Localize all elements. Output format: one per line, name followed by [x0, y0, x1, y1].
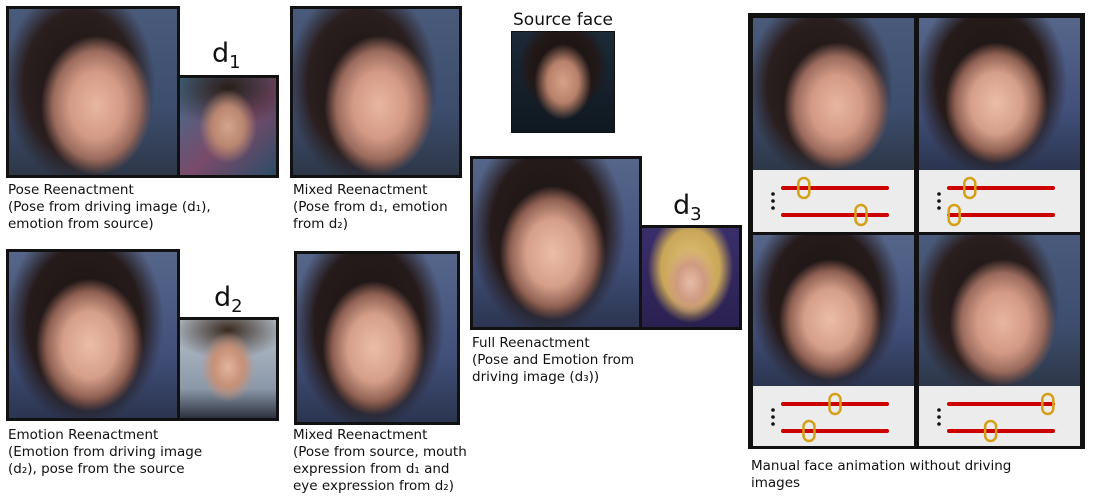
driving-image-d3 — [639, 225, 742, 330]
mixed-reenactment-2-output-image — [294, 251, 460, 425]
source-face-title: Source face — [513, 10, 613, 30]
manual-animation-grid — [748, 13, 1085, 449]
mixed-reenactment-1-output-image — [290, 6, 462, 178]
emotion-reenactment-caption: Emotion Reenactment (Emotion from drivin… — [8, 427, 203, 477]
manual-animation-caption: Manual face animation without driving im… — [751, 458, 1012, 491]
mixed-reenactment-1-caption: Mixed Reenactment (Pose from d₁, emotion… — [293, 182, 448, 232]
source-face-image — [511, 31, 615, 133]
manual-animation-face-4 — [919, 235, 1080, 386]
slider-panel-2 — [919, 170, 1080, 232]
slider-knob — [1041, 392, 1055, 416]
slider-knob — [963, 176, 977, 200]
d3-label: d3 — [673, 190, 702, 225]
slider-panel-4-svg — [937, 392, 1055, 443]
slider-panel-3 — [753, 386, 914, 446]
slider-panel-1 — [753, 170, 914, 232]
driving-image-d2 — [177, 317, 279, 421]
full-reenactment-caption: Full Reenactment (Pose and Emotion from … — [472, 335, 635, 385]
d2-label: d2 — [214, 282, 243, 317]
pose-reenactment-output-image — [6, 6, 180, 178]
emotion-reenactment-output-image — [6, 249, 180, 421]
slider-knob — [983, 419, 998, 443]
slider-knob — [802, 419, 816, 443]
slider-panel-4 — [919, 386, 1080, 446]
d1-label: d1 — [212, 38, 241, 73]
slider-knob — [947, 203, 961, 227]
manual-animation-face-2 — [919, 18, 1080, 170]
slider-panel-2-svg — [937, 176, 1055, 227]
slider-knob — [854, 203, 868, 227]
driving-image-d1 — [177, 75, 279, 178]
mixed-reenactment-2-caption: Mixed Reenactment (Pose from source, mou… — [293, 427, 467, 494]
manual-animation-face-1 — [753, 18, 914, 170]
slider-knob — [828, 392, 842, 416]
manual-animation-face-3 — [753, 235, 914, 386]
slider-knob — [797, 176, 811, 200]
slider-panel-1-svg — [771, 176, 889, 227]
slider-panel-3-svg — [771, 392, 889, 443]
pose-reenactment-caption: Pose Reenactment (Pose from driving imag… — [8, 182, 211, 232]
full-reenactment-output-image — [470, 156, 642, 330]
